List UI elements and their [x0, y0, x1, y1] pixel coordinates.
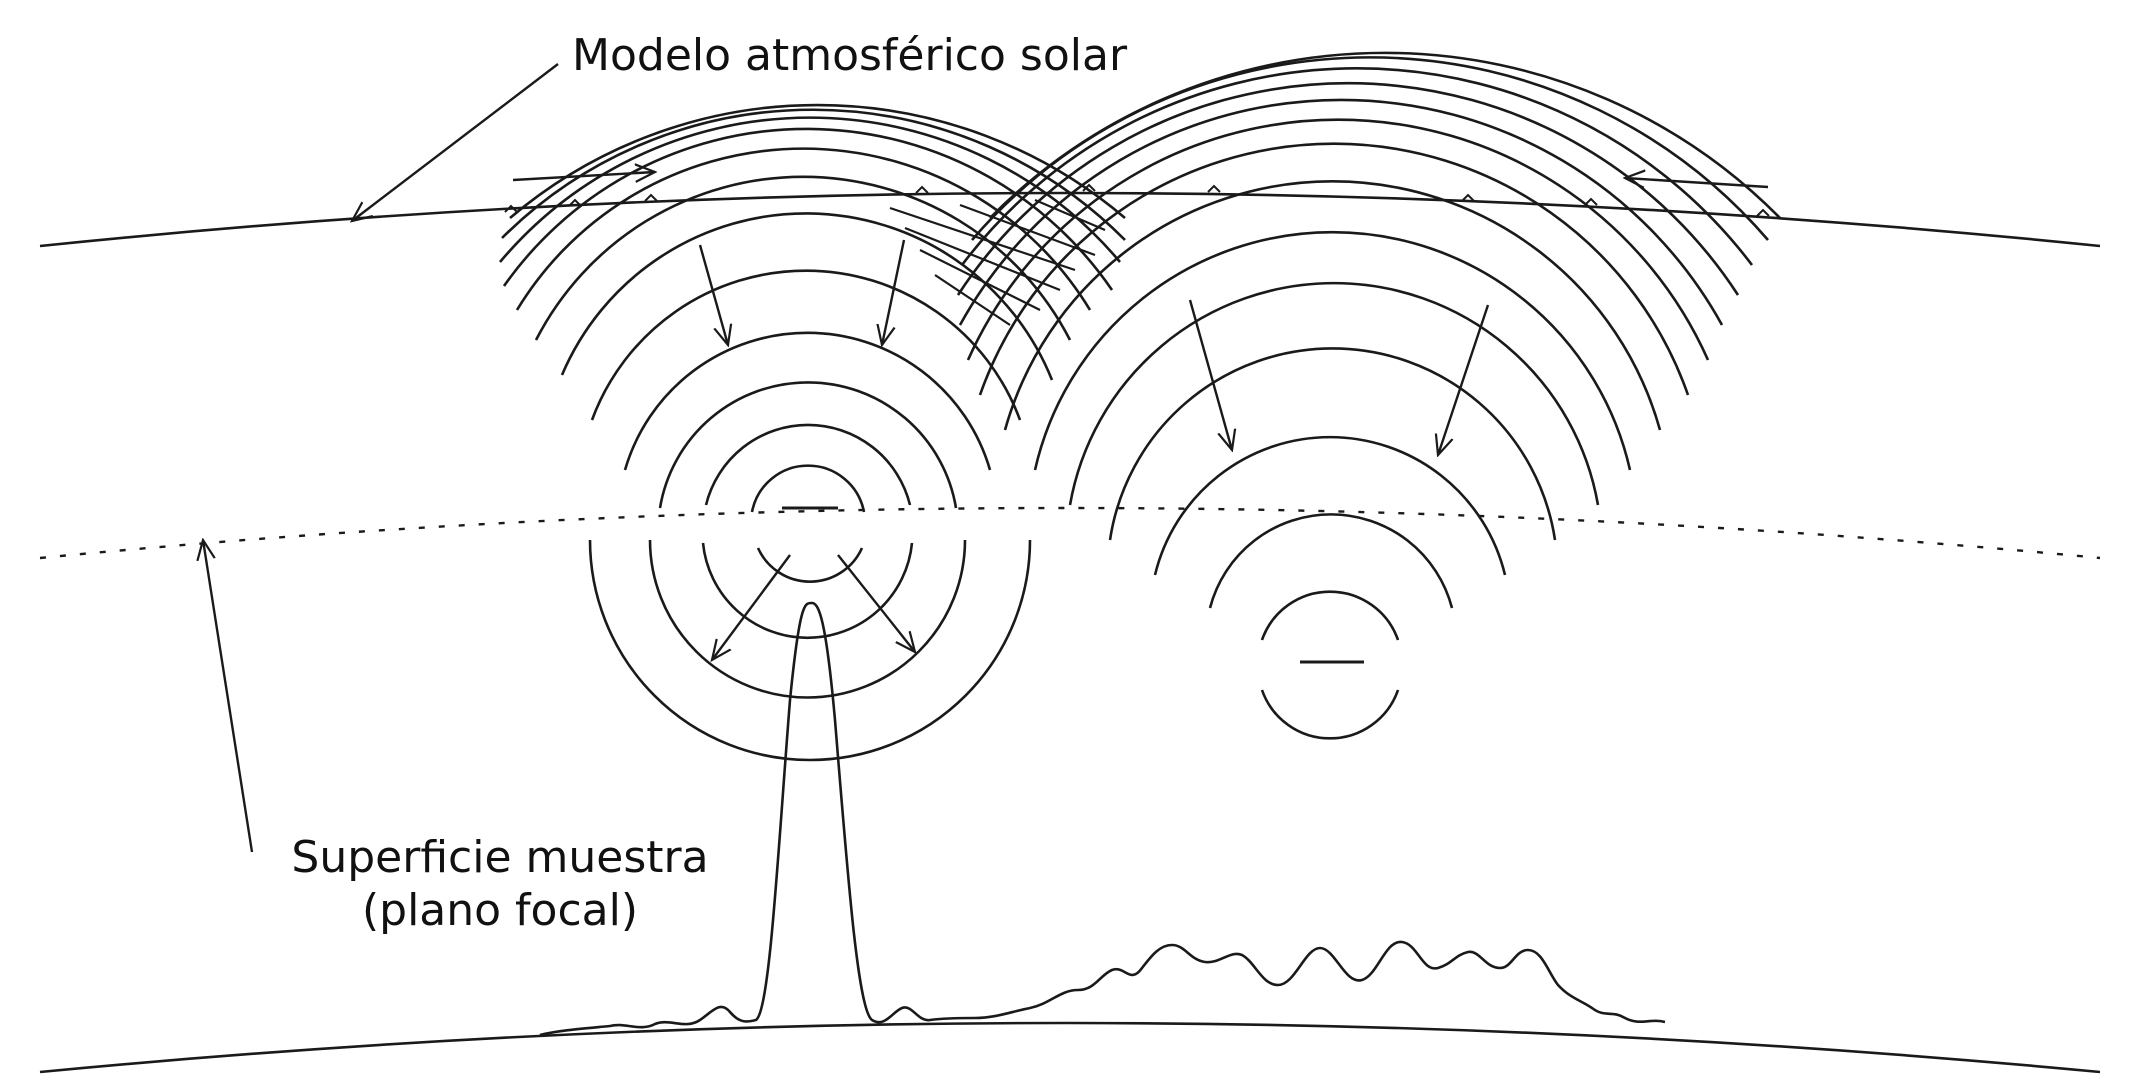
right-source-wavefronts: [956, 51, 1781, 740]
bottom-surface-curve: [39, 1021, 2101, 1074]
arrow-label-surface-pointer: [203, 540, 254, 853]
sample-surface-label-line2: (plano focal): [361, 884, 639, 936]
arrow-left-a: [698, 244, 728, 345]
sample-surface-label: Superficie muestra (plano focal): [290, 832, 710, 938]
atmosphere-model-label: Modelo atmosférico solar: [572, 30, 1128, 81]
arrow-top-right-flow: [512, 172, 655, 180]
arrow-label-model-pointer: [352, 63, 559, 221]
signal-trace: [539, 601, 1666, 1037]
left-source-wavefronts: [499, 103, 1126, 513]
arrow-right-a: [1188, 299, 1232, 450]
crosshatch-lines: [889, 198, 1106, 326]
arrow-down-left: [712, 554, 791, 660]
focal-plane-dotted-curve: [39, 506, 2101, 560]
sample-surface-label-line1: Superficie muestra: [291, 832, 709, 883]
left-source-lower-wavefronts: [588, 539, 1032, 762]
arrow-top-left-flow: [1625, 178, 1769, 187]
arrow-right-b: [1438, 304, 1490, 455]
arrow-left-b: [882, 239, 906, 345]
propagation-arrows: [203, 63, 1769, 853]
arrow-down-right: [837, 554, 915, 652]
